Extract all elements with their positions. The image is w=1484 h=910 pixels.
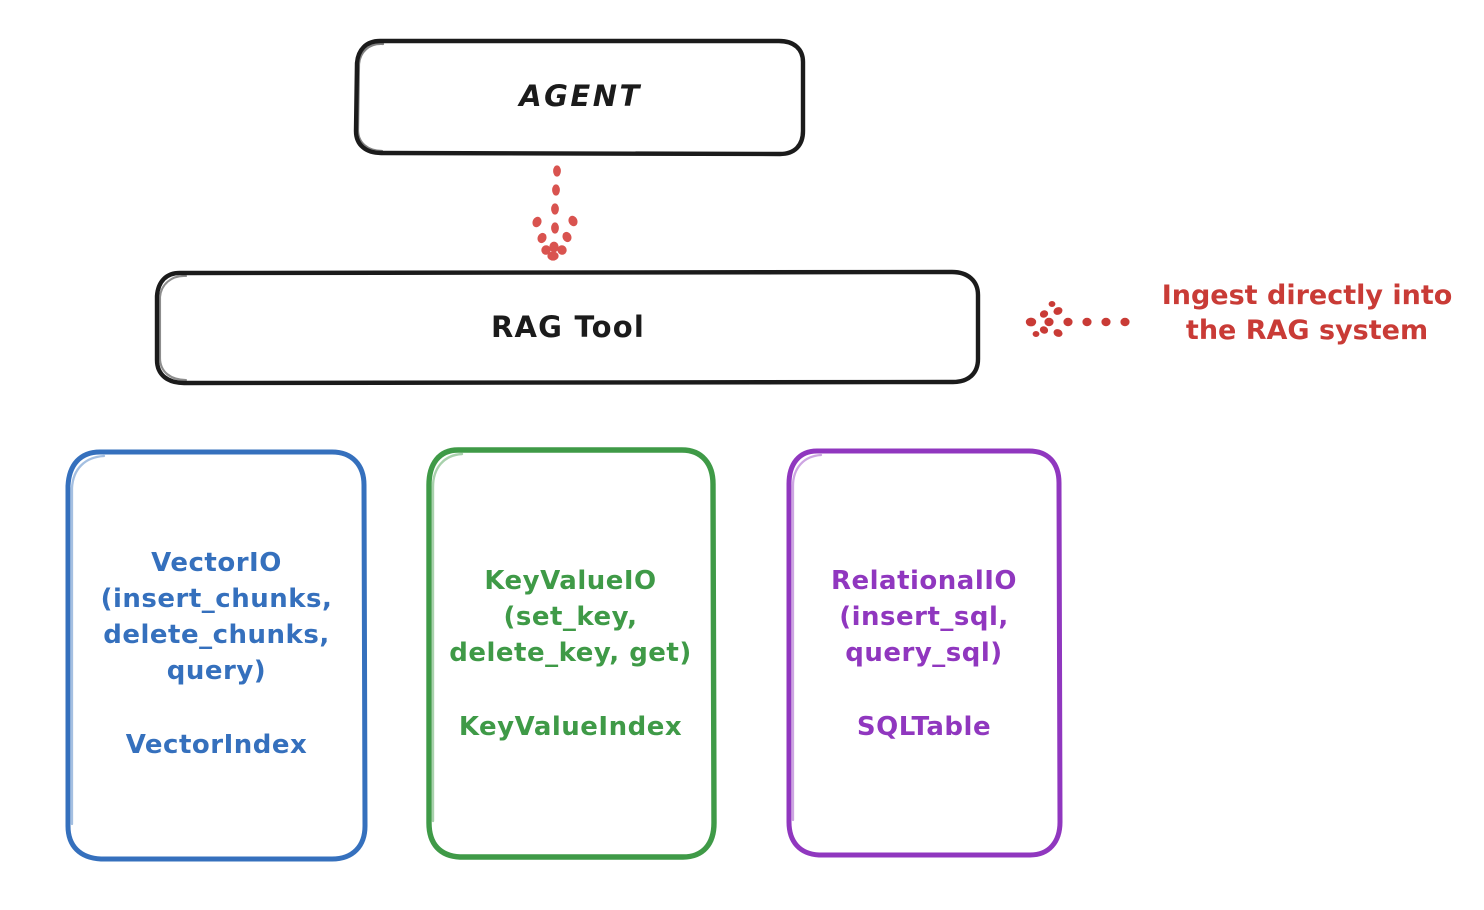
node-vector-io[interactable]: VectorIO (insert_chunks, delete_chunks, … <box>68 450 365 860</box>
node-key-value-io-index-label: KeyValueIndex <box>458 711 683 742</box>
node-vector-io-label: VectorIO (insert_chunks, delete_chunks, … <box>100 548 333 686</box>
agent-box-outline <box>353 38 806 157</box>
node-relational-io-label: RelationalIO (insert_sql, query_sql) <box>830 566 1018 668</box>
node-rag-tool-label: RAG Tool <box>491 310 645 345</box>
node-agent-label: AGENT <box>519 79 642 114</box>
relationalio-box-outline <box>786 448 1063 858</box>
node-agent[interactable]: AGENT <box>357 40 804 154</box>
node-vector-io-index-label: VectorIndex <box>125 729 308 760</box>
node-relational-io[interactable]: RelationalIO (insert_sql, query_sql) SQL… <box>788 450 1060 860</box>
node-rag-tool[interactable]: RAG Tool <box>157 272 979 384</box>
node-key-value-io-label: KeyValueIO (set_key, delete_key, get) <box>449 566 692 668</box>
vectorio-box-outline <box>65 449 368 862</box>
rag-tool-box-outline <box>154 269 981 386</box>
annotation-ingest-directly: Ingest directly into the RAG system <box>1161 280 1453 347</box>
agent-to-rag-arrow <box>532 165 578 261</box>
keyvalueio-box-outline <box>426 447 717 860</box>
node-relational-io-table-label: SQLTable <box>856 711 992 742</box>
ingest-arrow <box>1025 301 1130 337</box>
node-key-value-io[interactable]: KeyValueIO (set_key, delete_key, get) Ke… <box>428 450 713 860</box>
